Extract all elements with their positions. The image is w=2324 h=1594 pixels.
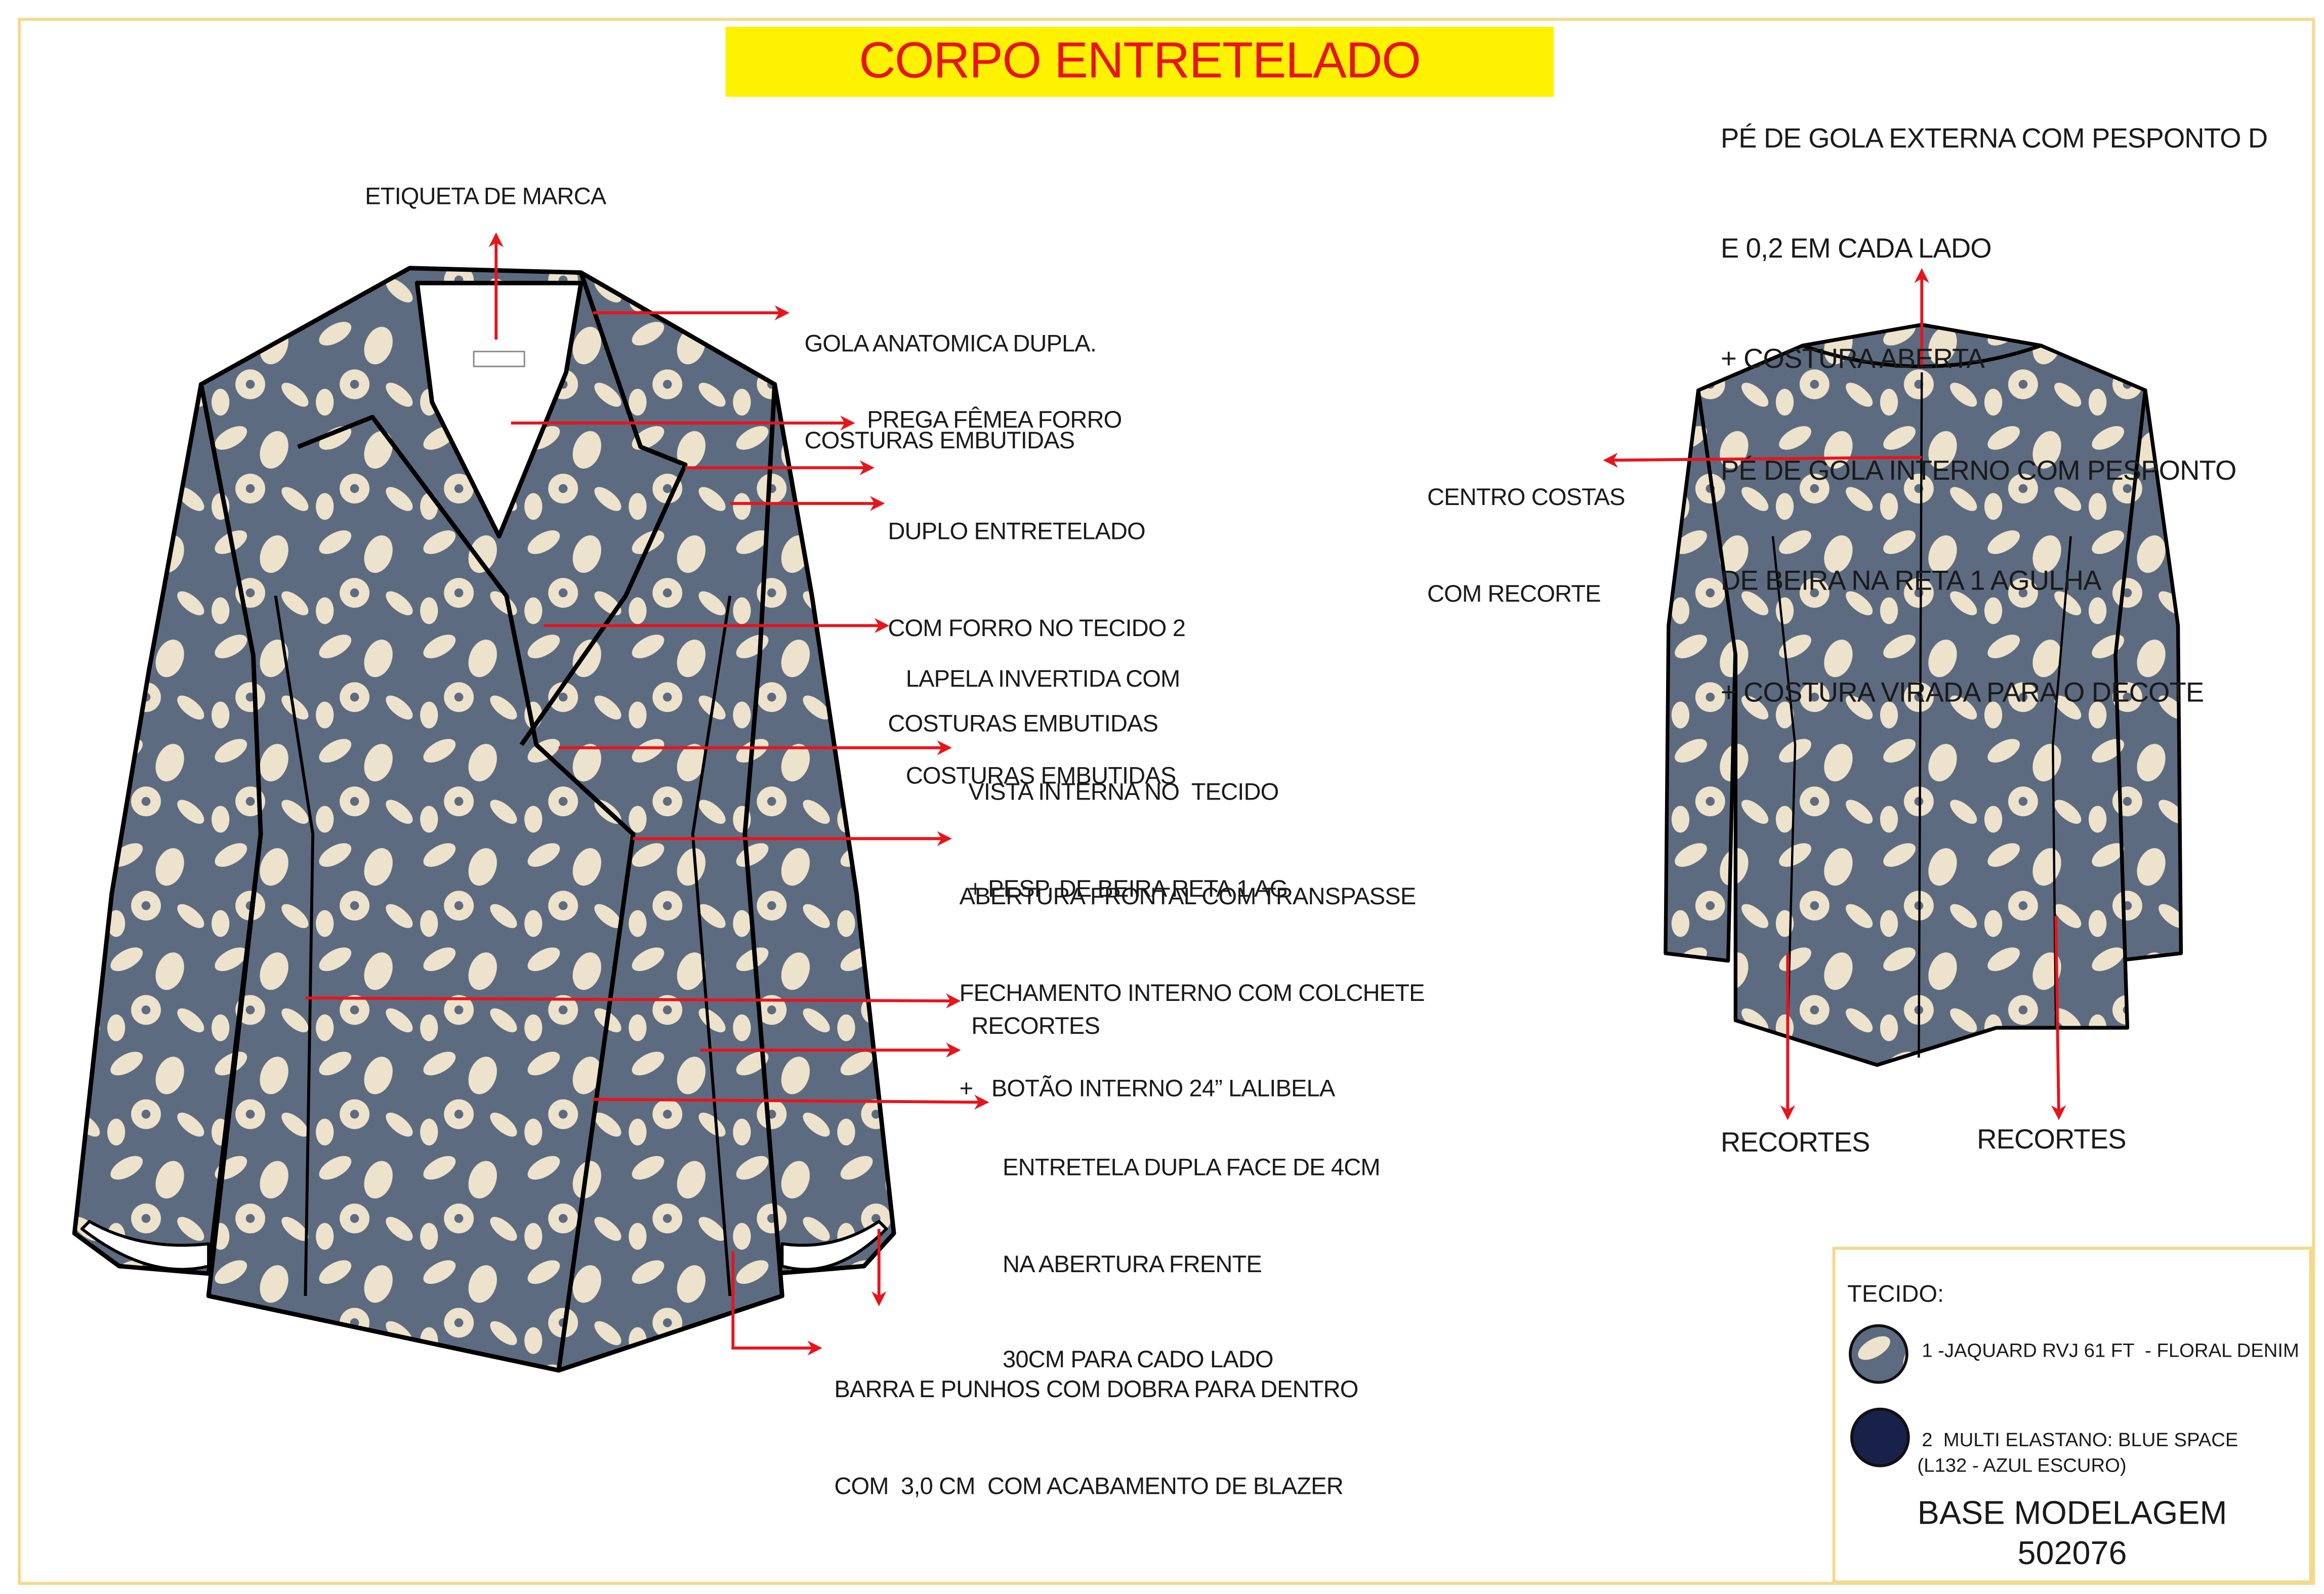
label-line: E 0,2 EM CADA LADO bbox=[1720, 232, 1992, 264]
back-collar bbox=[1802, 344, 2042, 368]
fabric-2-label: 2 MULTI ELASTANO: BLUE SPACE bbox=[1922, 1428, 2238, 1451]
label-line: LAPELA INVERTIDA COM bbox=[905, 667, 1181, 693]
label-gola: GOLA ANATOMICA DUPLA. COSTURAS EMBUTIDAS bbox=[804, 265, 1097, 521]
label-line: COSTURAS EMBUTIDAS bbox=[804, 428, 1075, 454]
label-line: + BOTÃO INTERNO 24” LALIBELA bbox=[959, 1077, 1336, 1103]
label-barra: BARRA E PUNHOS COM DOBRA PARA DENTRO COM… bbox=[834, 1311, 1358, 1567]
right-cuff bbox=[780, 1220, 888, 1271]
label-recortes-back-right: RECORTES bbox=[1977, 1123, 2126, 1155]
seam-left bbox=[274, 595, 315, 1296]
page-title: CORPO ENTRETELADO bbox=[859, 32, 1421, 90]
label-line: COM 3,0 CM COM ACABAMENTO DE BLAZER bbox=[834, 1474, 1343, 1499]
arrow-recortes-1 bbox=[305, 993, 961, 1009]
front-body bbox=[198, 266, 784, 1373]
lapel-left bbox=[297, 414, 636, 1371]
arrow-centro bbox=[1603, 452, 1922, 468]
base-modelagem-label: BASE MODELAGEM bbox=[1917, 1494, 2227, 1532]
label-line: GOLA ANATOMICA DUPLA. bbox=[804, 332, 1097, 358]
label-recortes: RECORTES bbox=[971, 1012, 1100, 1043]
label-line: COM RECORTE bbox=[1427, 581, 1601, 607]
label-line: + PESP. DE BEIRA RETA 1 AG bbox=[968, 876, 1288, 902]
label-line: + COSTURA ABERTA bbox=[1720, 343, 1985, 374]
label-line: PREGA FÊMEA FORRO bbox=[867, 408, 1122, 434]
fabric-2-swatch bbox=[1850, 1407, 1910, 1467]
back-body bbox=[1696, 323, 2147, 1067]
arrow-barra bbox=[731, 1251, 822, 1356]
label-etiqueta: ETIQUETA DE MARCA bbox=[365, 182, 606, 214]
label-line: NA ABERTURA FRENTE bbox=[1003, 1252, 1262, 1278]
label-line: COSTURAS EMBUTIDAS bbox=[905, 763, 1177, 789]
fabric-legend: TECIDO: 1 -JAQUARD RVJ 61 FT - FLORAL DE… bbox=[1832, 1246, 2314, 1584]
title-banner: CORPO ENTRETELADO bbox=[725, 26, 1554, 97]
annotation-arrows bbox=[305, 232, 2066, 1356]
label-line: ENTRETELA DUPLA FACE DE 4CM bbox=[1003, 1156, 1381, 1182]
neck-lining bbox=[414, 280, 584, 539]
floral-swatch-icon bbox=[1851, 1327, 1905, 1381]
label-recortes-back-left: RECORTES bbox=[1720, 1126, 1870, 1158]
label-line: PÉ DE GOLA EXTERNA COM PESPONTO D bbox=[1720, 121, 2268, 153]
label-line: ETIQUETA DE MARCA bbox=[365, 185, 606, 211]
label-vista: VISTA INTERNA NO TECIDO + PESP. DE BEIRA… bbox=[968, 714, 1288, 970]
arrow-recortes-back-right bbox=[2051, 916, 2066, 1120]
back-jacket bbox=[1664, 323, 2183, 1067]
base-modelagem-code: 502076 bbox=[2017, 1534, 2127, 1572]
fabric-1-swatch bbox=[1849, 1324, 1908, 1384]
label-line: 30CM PARA CADO LADO bbox=[1003, 1348, 1274, 1373]
label-abertura: ABERTURA FRONTAL COM TRANSPASSE FECHAMEN… bbox=[960, 818, 1425, 1170]
label-line: DUPLO ENTRETELADO bbox=[888, 520, 1145, 546]
front-jacket bbox=[72, 266, 896, 1373]
label-line: COSTURAS EMBUTIDAS bbox=[888, 712, 1158, 738]
label-lapela: LAPELA INVERTIDA COM COSTURAS EMBUTIDAS bbox=[905, 600, 1181, 856]
label-entretela: ENTRETELA DUPLA FACE DE 4CM NA ABERTURA … bbox=[1003, 1089, 1381, 1441]
label-line: PÉ DE GOLA INTERNO COM PESPONTO bbox=[1720, 454, 2237, 485]
label-line: BARRA E PUNHOS COM DOBRA PARA DENTRO bbox=[834, 1377, 1358, 1403]
fabric-2-sublabel: (L132 - AZUL ESCURO) bbox=[1917, 1453, 2127, 1477]
label-line: ABERTURA FRONTAL COM TRANSPASSE bbox=[959, 885, 1417, 910]
back-seam-left bbox=[1771, 536, 1797, 1028]
label-duplo: DUPLO ENTRETELADO COM FORRO NO TECIDO 2 … bbox=[888, 453, 1186, 805]
seam-right bbox=[691, 595, 732, 1296]
label-line: VISTA INTERNA NO TECIDO bbox=[968, 780, 1279, 806]
brand-label bbox=[473, 351, 525, 367]
label-line: COM FORRO NO TECIDO 2 bbox=[888, 616, 1186, 642]
center-back-seam bbox=[1918, 372, 1923, 1058]
label-line: FECHAMENTO INTERNO COM COLCHETE bbox=[959, 981, 1425, 1006]
lapel-right bbox=[519, 272, 688, 746]
arrow-entretela bbox=[593, 1095, 989, 1110]
legend-title: TECIDO: bbox=[1847, 1282, 1944, 1308]
label-prega: PREGA FÊMEA FORRO bbox=[867, 405, 1122, 437]
label-line: CENTRO COSTAS bbox=[1427, 485, 1626, 511]
label-pe-gola: PÉ DE GOLA EXTERNA COM PESPONTO D E 0,2 … bbox=[1720, 46, 2268, 785]
left-cuff bbox=[80, 1220, 211, 1271]
page-frame bbox=[18, 18, 2315, 1585]
label-line: DE BEIRA NA RETA 1 AGULHA bbox=[1720, 565, 2102, 596]
label-centro-costas: CENTRO COSTAS COM RECORTE bbox=[1427, 418, 1626, 675]
fabric-1-label: 1 -JAQUARD RVJ 61 FT - FLORAL DENIM bbox=[1922, 1339, 2299, 1362]
label-line: + COSTURA VIRADA PARA O DECOTE bbox=[1720, 676, 2204, 707]
label-line: RECORTES bbox=[971, 1014, 1100, 1040]
